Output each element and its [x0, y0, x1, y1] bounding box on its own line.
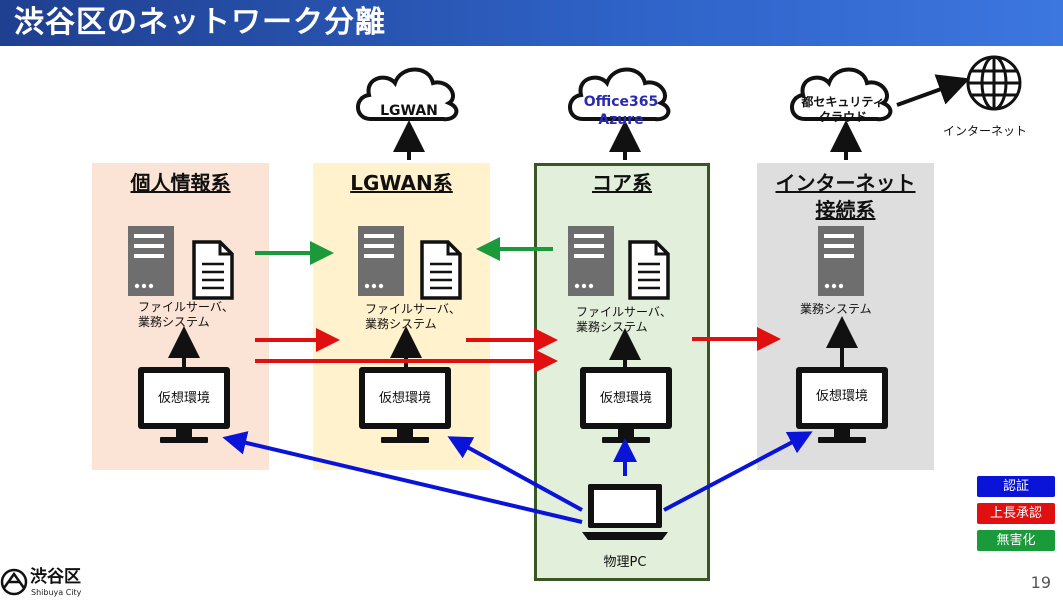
server-label-core: ファイルサーバ、 業務システム: [576, 305, 672, 334]
cloud-label-azure: Azure: [598, 112, 644, 128]
server-label-internet: 業務システム: [800, 302, 872, 316]
server-icon-internet: [818, 226, 864, 296]
zone-title-internet-2: 接続系: [815, 198, 876, 222]
vm-label-personal: 仮想環境: [157, 391, 210, 406]
arrow-auth-to-lgwan: [447, 436, 583, 512]
document-icon-lgwan: [420, 240, 462, 300]
zone-title-core: コア系: [592, 171, 652, 195]
server-icon-personal: [128, 226, 174, 296]
laptop-icon: [582, 484, 668, 540]
cloud-label-office365: Office365: [583, 94, 659, 110]
cloud-label-metro-1: 都セキュリティ: [801, 95, 885, 109]
arrow-metro-to-internet: [896, 74, 971, 107]
vm-label-lgwan: 仮想環境: [378, 391, 431, 406]
shibuya-logo-icon: [0, 568, 28, 596]
page-title: 渋谷区のネットワーク分離: [14, 5, 386, 40]
arrow-auth-to-personal: [222, 431, 583, 524]
monitor-icon-internet: [796, 367, 888, 443]
internet-label: インターネット: [943, 124, 1028, 138]
legend-auth: 認証: [977, 476, 1055, 497]
zone-title-personal: 個人情報系: [130, 171, 231, 195]
zone-title-internet-1: インターネット: [775, 171, 916, 195]
legend-approval: 上長承認: [977, 503, 1055, 524]
zone-title-lgwan: LGWAN系: [350, 171, 453, 195]
server-label-lgwan: ファイルサーバ、 業務システム: [365, 302, 461, 331]
vm-label-internet: 仮想環境: [815, 389, 868, 404]
page-number: 19: [1030, 573, 1051, 592]
document-icon-core: [628, 240, 670, 300]
server-icon-lgwan: [358, 226, 404, 296]
cloud-label-metro-2: クラウド: [818, 110, 867, 124]
cloud-label-lgwan: LGWAN: [380, 103, 438, 119]
arrow-auth-to-internet: [663, 431, 813, 512]
server-label-personal: ファイルサーバ、 業務システム: [138, 300, 234, 329]
server-icon-core: [568, 226, 614, 296]
document-icon-personal: [192, 240, 234, 300]
title-bar: 渋谷区のネットワーク分離: [0, 0, 1063, 46]
legend-sanitize: 無害化: [977, 530, 1055, 551]
vm-label-core: 仮想環境: [599, 391, 652, 406]
shibuya-logo-subtext: Shibuya City: [31, 588, 82, 597]
shibuya-logo-text: 渋谷区: [30, 567, 81, 587]
globe-icon: [966, 55, 1022, 111]
physical-pc-label: 物理PC: [603, 555, 647, 570]
